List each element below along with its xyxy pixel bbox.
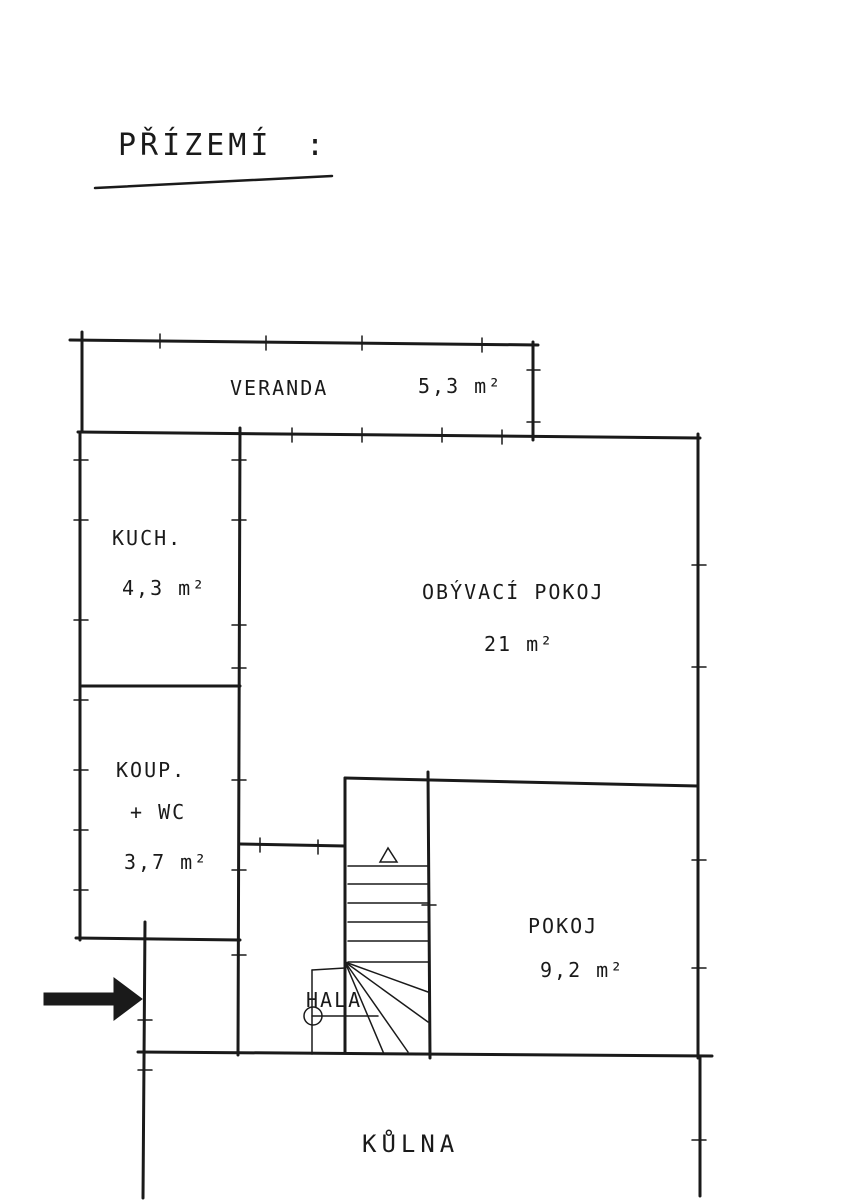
title-underline [93, 174, 334, 190]
room-area-kitchen: 4,3 m² [122, 576, 207, 600]
room-label-room: POKOJ [528, 914, 599, 938]
veranda-window-marks [159, 333, 541, 445]
room-label-veranda: VERANDA [230, 376, 329, 400]
room-area-room: 9,2 m² [540, 958, 625, 982]
room-area-veranda: 5,3 m² [418, 374, 503, 398]
veranda-walls [68, 330, 702, 442]
room-area-living-room: 21 m² [484, 632, 555, 656]
room-label-living-room: OBÝVACÍ POKOJ [422, 580, 605, 604]
room-label-kitchen: KUCH. [112, 526, 183, 550]
room-label-shed: KŮLNA [362, 1130, 460, 1158]
interior-walls [74, 426, 714, 1200]
entrance-arrow-icon [43, 977, 143, 1021]
room-label-bathroom: KOUP. [116, 758, 187, 782]
room-label-bathroom-wc: + WC [130, 800, 187, 824]
page-title-colon: : [306, 128, 327, 163]
page-title: PŘÍZEMÍ [118, 128, 273, 163]
room-label-hall: HALA [306, 988, 363, 1012]
wall-window-marks [73, 459, 707, 1141]
room-area-bathroom: 3,7 m² [124, 850, 209, 874]
hall-light-fixture-icon [303, 1006, 323, 1026]
stair-direction-arrow-icon [378, 846, 399, 863]
staircase [311, 865, 429, 1055]
